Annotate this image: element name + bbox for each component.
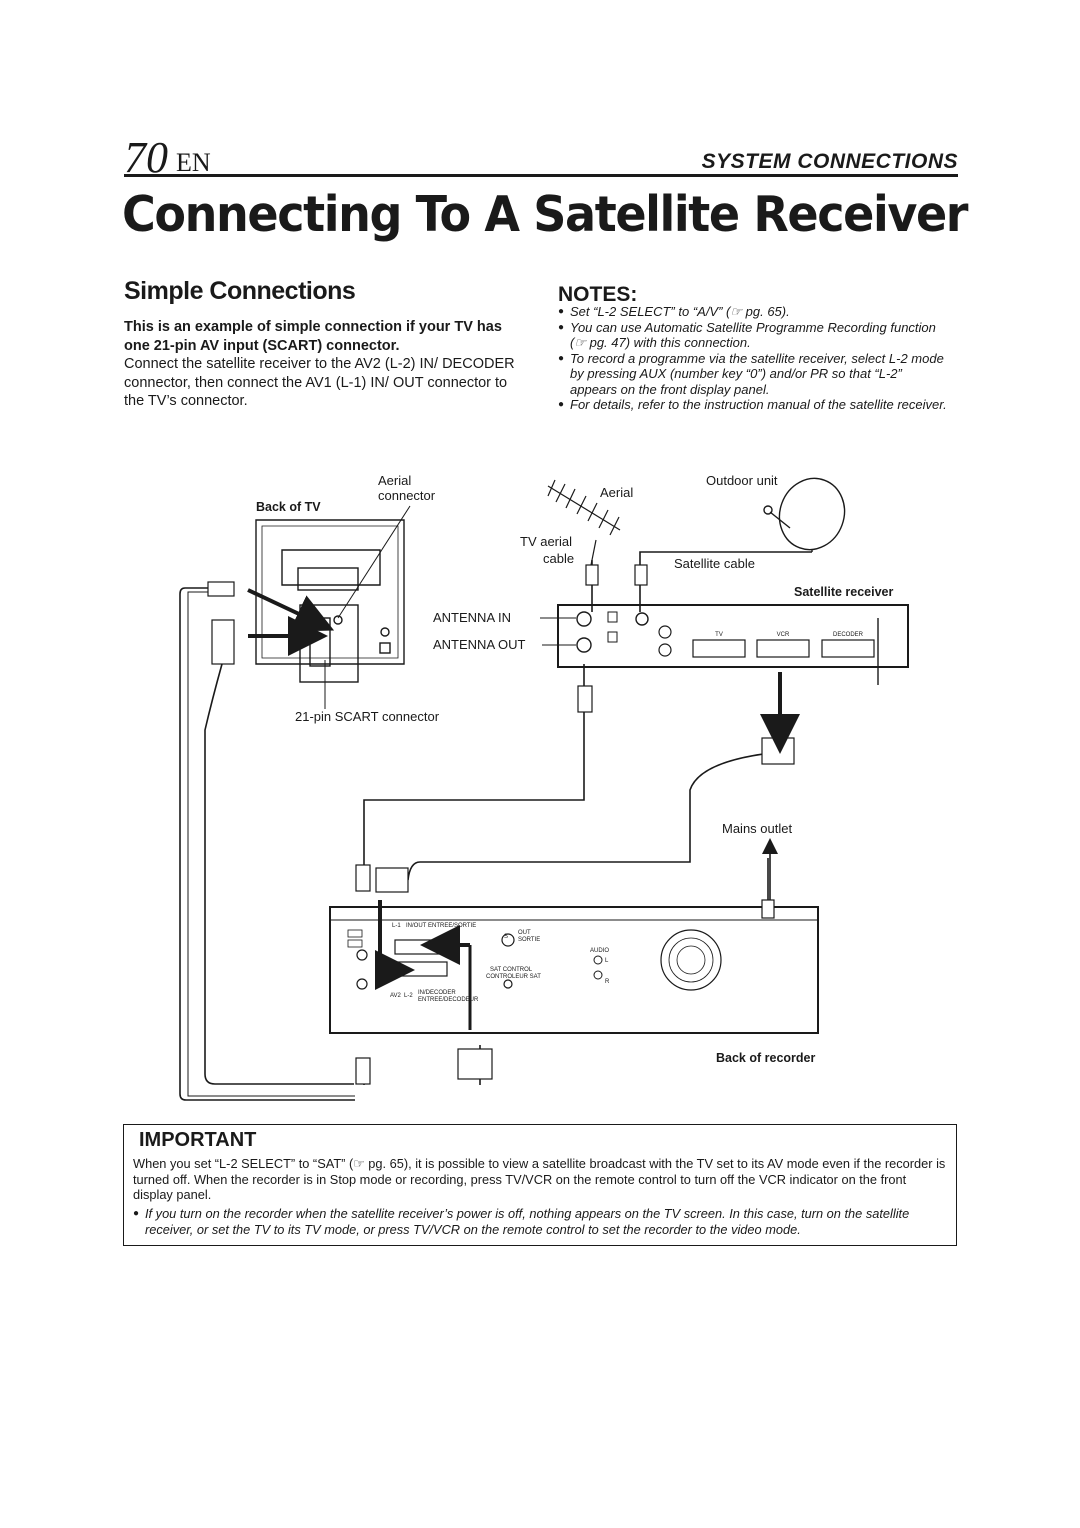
intro-text: This is an example of simple connection … <box>124 318 516 411</box>
important-box <box>123 1124 957 1246</box>
antenna-out-label: ANTENNA OUT <box>433 637 526 652</box>
receiver-vcr-label: VCR <box>777 632 790 638</box>
important-heading: IMPORTANT <box>139 1129 257 1151</box>
satellite-receiver-label: Satellite receiver <box>794 585 894 599</box>
note-item: For details, refer to the instruction ma… <box>558 397 952 413</box>
connection-diagram: TV VCR DECODER L-1 IN/OUT ENTREE/SORTIE … <box>179 473 909 1101</box>
notes-list: Set “L-2 SELECT” to “A/V” (☞ pg. 65). Yo… <box>558 304 952 413</box>
cables <box>179 551 812 1101</box>
recorder-in-out-label: IN/OUT <box>406 923 427 929</box>
intro-lead: This is an example of simple connection … <box>124 319 502 354</box>
aerial-label: Aerial <box>600 485 633 500</box>
outdoor-unit-label: Outdoor unit <box>706 473 778 488</box>
header-rule <box>124 174 958 177</box>
aerial-connector-label-1: Aerial <box>378 473 411 488</box>
recorder-out-label: OUT <box>518 930 531 936</box>
recorder-s-label: S <box>504 934 508 940</box>
page-title: Connecting To A Satellite Receiver <box>122 186 968 243</box>
aerial-connector-leader <box>337 505 411 619</box>
page-language: EN <box>176 148 211 177</box>
page-number: 70 <box>124 133 168 182</box>
tv-aerial-cable-label-2: cable <box>543 551 574 566</box>
note-item: You can use Automatic Satellite Programm… <box>558 320 952 351</box>
note-item: To record a programme via the satellite … <box>558 351 952 398</box>
section-name: SYSTEM CONNECTIONS <box>701 150 958 173</box>
satellite-cable-label: Satellite cable <box>674 556 755 571</box>
tv-aerial-cable-label-1: TV aerial <box>520 534 572 549</box>
recorder-controleur-sat-label: CONTROLEUR SAT <box>486 974 541 980</box>
recorder-back-illustration <box>329 906 819 1034</box>
important-note: If you turn on the recorder when the sat… <box>133 1206 947 1237</box>
recorder-in-decoder-label: IN/DECODER <box>418 990 456 996</box>
note-item: Set “L-2 SELECT” to “A/V” (☞ pg. 65). <box>558 304 952 320</box>
recorder-r-label: R <box>605 979 610 985</box>
notes-heading: NOTES: <box>558 283 638 306</box>
receiver-decoder-label: DECODER <box>833 632 864 638</box>
satellite-receiver-box <box>557 604 909 685</box>
recorder-l2-label: L-2 <box>404 993 413 999</box>
aerial-antenna <box>547 479 621 571</box>
back-of-recorder-label: Back of recorder <box>716 1051 815 1065</box>
section-subtitle: Simple Connections <box>124 277 356 305</box>
antenna-in-label: ANTENNA IN <box>433 610 511 625</box>
intro-body: Connect the satellite receiver to the AV… <box>124 356 515 409</box>
connector-plugs <box>207 564 795 1085</box>
recorder-l-label: L <box>605 958 609 964</box>
back-of-tv-label: Back of TV <box>256 500 321 514</box>
mains-outlet-label: Mains outlet <box>722 821 792 836</box>
recorder-sortie-label: SORTIE <box>518 937 540 943</box>
satellite-dish <box>763 477 846 552</box>
recorder-sat-control-label: SAT CONTROL <box>490 967 533 973</box>
recorder-l1-label: L-1 <box>392 923 401 929</box>
recorder-entree-sortie-label: ENTREE/SORTIE <box>428 923 476 929</box>
signal-arrows <box>247 588 800 1030</box>
scart-connector-label: 21-pin SCART connector <box>295 709 440 724</box>
tv-back-illustration <box>255 519 405 683</box>
recorder-audio-label: AUDIO <box>590 948 609 954</box>
recorder-entree-decodeur-label: ENTREE/DECODEUR <box>418 997 479 1003</box>
receiver-tv-label: TV <box>715 632 723 638</box>
aerial-connector-label-2: connector <box>378 488 436 503</box>
important-body: When you set “L-2 SELECT” to “SAT” (☞ pg… <box>133 1156 946 1203</box>
recorder-av2-label: AV2 <box>390 993 402 999</box>
